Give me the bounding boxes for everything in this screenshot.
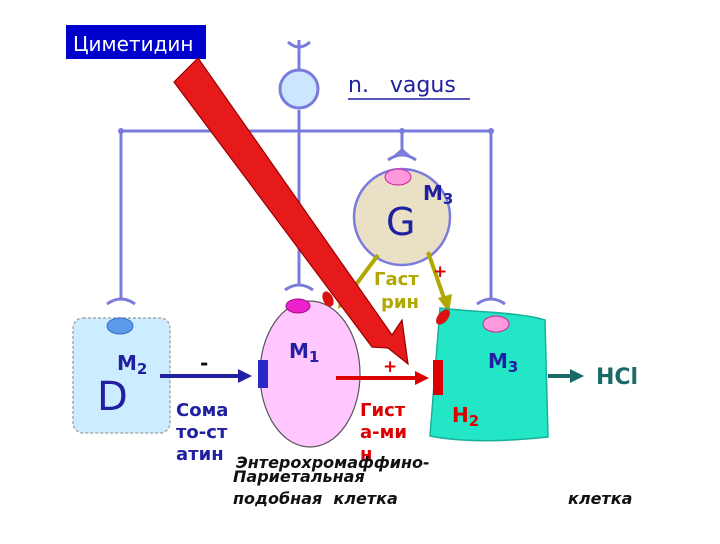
m1-label: M1 — [289, 339, 319, 366]
drug-label-box — [66, 25, 206, 59]
d-cell: M2 D — [72, 317, 171, 434]
ecl-m1-receptor — [285, 298, 311, 314]
ecl-caption-line1: Энтерохромаффино- — [236, 453, 430, 472]
parietal-caption-line2: клетка — [568, 489, 632, 508]
d-cell-receptor — [106, 317, 134, 335]
minus-sign: - — [200, 351, 208, 375]
drug-label: Циметидин — [73, 32, 193, 56]
parietal-gastrin-receptor — [436, 309, 450, 325]
parietal-cell: M3 H2 — [429, 307, 549, 442]
nerve-label: n. vagus — [348, 73, 456, 98]
h2-receptor — [433, 360, 443, 395]
ecl-gastrin-receptor — [322, 291, 334, 307]
plus-histamine-sign: + — [383, 357, 397, 377]
d-cell-letter: D — [97, 374, 128, 420]
g-cell: G M3 — [352, 167, 453, 267]
m3-p-label: M3 — [488, 349, 518, 376]
hcl-arrow — [548, 369, 584, 383]
somatostatin-arrow — [160, 369, 252, 383]
parietal-caption-line1: Париетальная — [233, 467, 365, 486]
g-cell-receptor — [384, 168, 412, 186]
vagus-neuron-body — [278, 68, 320, 110]
ecl-caption-line2: подобная клетка — [233, 489, 398, 508]
ecl-cell: M1 — [258, 291, 361, 448]
cimetidine-arrow — [173, 57, 409, 366]
gastrin-label: Гаст рин — [374, 269, 425, 313]
h2-label: H2 — [452, 403, 479, 430]
histamine-label: Гист а-ми н — [360, 400, 413, 465]
m3-g-label: M3 — [423, 181, 453, 208]
somatostatin-label: Сома то-ст атин — [176, 400, 235, 465]
nerve-terminals — [106, 148, 506, 306]
parietal-m3-receptor — [482, 315, 510, 333]
somatostatin-receptor — [258, 360, 268, 388]
nerve-branch-points — [118, 128, 494, 134]
histamine-arrow — [336, 371, 429, 385]
plus-gastrin-sign: + — [433, 262, 447, 282]
hcl-label: HCl — [596, 365, 638, 390]
m2-label: M2 — [117, 351, 147, 378]
g-cell-letter: G — [386, 200, 415, 244]
